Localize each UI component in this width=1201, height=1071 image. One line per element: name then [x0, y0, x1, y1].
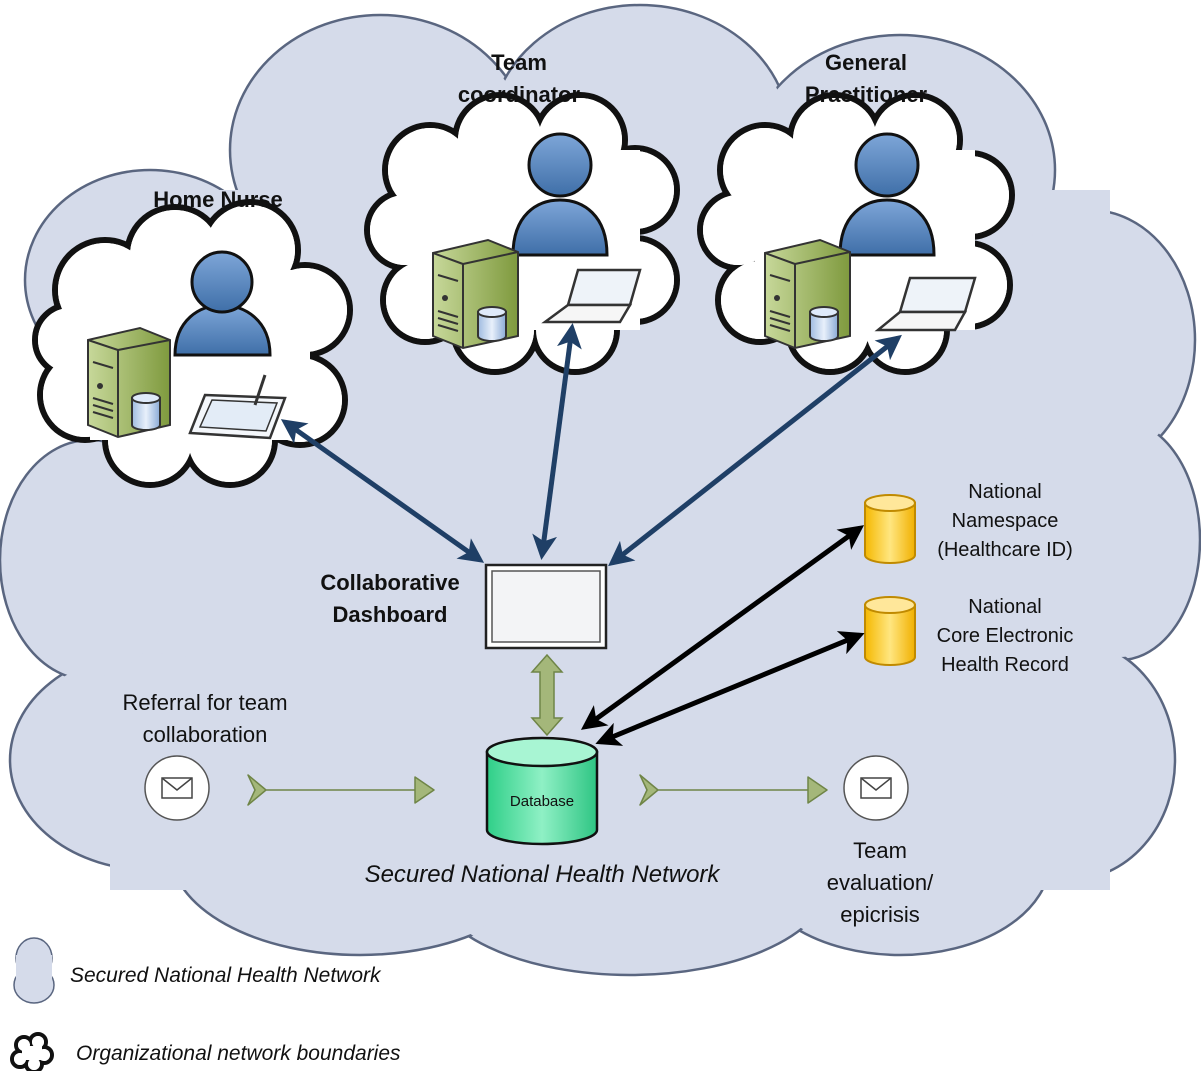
practitioner-storage-icon	[809, 306, 839, 342]
dashboard-label-line2: Dashboard	[333, 602, 448, 627]
legend-org-label: Organizational network boundaries	[76, 1042, 401, 1065]
home-nurse-storage-icon	[131, 392, 161, 431]
dashboard-label-line1: Collaborative	[320, 570, 459, 595]
namespace-registry-icon	[864, 494, 916, 564]
arrow-database-evaluation	[639, 774, 828, 806]
legend-network-label: Secured National Health Network	[70, 964, 382, 987]
general-practitioner-label-line2: Practitioner	[805, 82, 928, 107]
database-label: Database	[510, 793, 574, 810]
arrow-database-ehr	[595, 631, 865, 746]
home-nurse-label: Home Nurse	[153, 187, 283, 212]
evaluation-envelope-icon	[843, 755, 909, 821]
coordinator-person-icon	[511, 132, 609, 257]
coordinator-storage-icon	[477, 306, 507, 342]
home-nurse-tablet-icon	[188, 374, 287, 440]
team-coordinator-label-line1: Team	[491, 50, 547, 75]
arrow-dashboard-database	[530, 653, 564, 737]
referral-label-line2: collaboration	[143, 722, 268, 747]
legend-network-cloud-icon	[13, 937, 55, 1004]
namespace-label-line3: (Healthcare ID)	[937, 539, 1073, 561]
evaluation-label-line2: evaluation/	[827, 870, 934, 895]
coordinator-laptop-icon	[541, 268, 642, 324]
general-practitioner-label-line1: General	[825, 50, 907, 75]
practitioner-laptop-icon	[874, 276, 977, 332]
arrow-referral-database	[247, 774, 435, 806]
practitioner-person-icon	[838, 132, 936, 257]
ehr-registry-icon	[864, 596, 916, 666]
namespace-label-line2: Namespace	[952, 510, 1059, 532]
ehr-label-line3: Health Record	[941, 654, 1069, 676]
arrow-coordinator-dashboard	[532, 323, 582, 560]
referral-label-line1: Referral for team	[122, 690, 287, 715]
legend-org-cloud-icon	[10, 1032, 54, 1071]
network-label: Secured National Health Network	[365, 861, 722, 888]
team-coordinator-label-line2: coordinator	[458, 82, 581, 107]
arrow-nurse-dashboard	[280, 419, 485, 563]
dashboard-icon	[484, 563, 608, 650]
ehr-label-line2: Core Electronic	[937, 625, 1074, 647]
evaluation-label-line1: Team	[853, 838, 907, 863]
namespace-label-line1: National	[968, 481, 1041, 503]
evaluation-label-line3: epicrisis	[840, 902, 919, 927]
referral-envelope-icon	[144, 755, 210, 821]
home-nurse-person-icon	[173, 250, 272, 357]
database-icon	[485, 736, 599, 846]
ehr-label-line1: National	[968, 596, 1041, 618]
